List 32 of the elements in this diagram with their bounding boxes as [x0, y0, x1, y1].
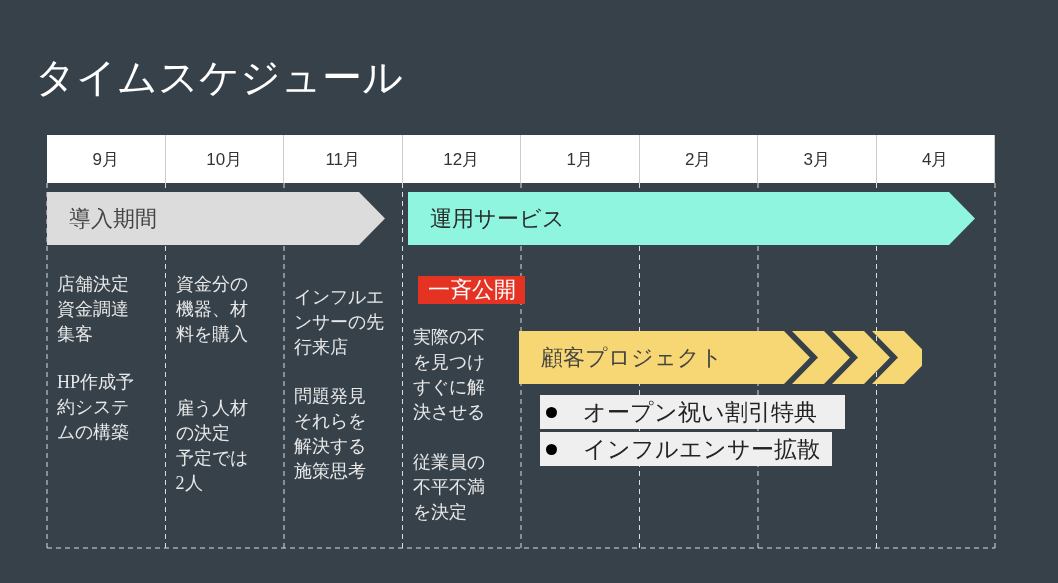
note-text: 資金分の機器、材料を購入	[175, 273, 249, 346]
note-text: 従業員の不平不満を決定	[412, 451, 486, 524]
month-header-cell: 4月	[876, 135, 995, 183]
phase-label: 運用サービス	[429, 204, 565, 233]
note-text: 予定では2人	[175, 447, 249, 495]
note-text: 集客	[57, 323, 94, 346]
month-header-cell: 1月	[521, 135, 640, 183]
note-text: 問題発見	[294, 385, 367, 408]
arrow-band	[47, 192, 385, 245]
month-header-cell: 10月	[165, 135, 284, 183]
phase-label: 顧客プロジェクト	[540, 343, 723, 372]
month-header-cell: 3月	[758, 135, 877, 183]
highlight-box	[540, 395, 845, 429]
note-text: 雇う人材の決定	[175, 397, 249, 445]
note-text: HP作成予約システムの構築	[57, 371, 135, 444]
month-header-cell: 9月	[47, 135, 166, 183]
milestone-tag: 一斉公開	[418, 276, 525, 304]
note-text: 実際の不を見つけすぐに解決させる	[412, 326, 486, 424]
month-header-cell: 12月	[402, 135, 521, 183]
phase-label: 導入期間	[68, 204, 157, 233]
note-text: 資金調達	[57, 298, 130, 321]
note-text: インフルエンサーの先行来店	[294, 286, 385, 359]
item-text: インフルエンサー拡散	[583, 435, 820, 464]
highlight-box	[540, 432, 832, 466]
item-text: オープン祝い割引特典	[583, 398, 817, 427]
chevron-band	[519, 331, 922, 384]
note-text: それらを解決する施策思考	[294, 410, 367, 483]
note-text: 店舗決定	[57, 273, 130, 296]
month-header-cell: 11月	[284, 135, 403, 183]
month-header-cell: 2月	[639, 135, 758, 183]
arrow-band	[408, 192, 975, 245]
slide-title: タイムスケジュール	[35, 54, 403, 101]
